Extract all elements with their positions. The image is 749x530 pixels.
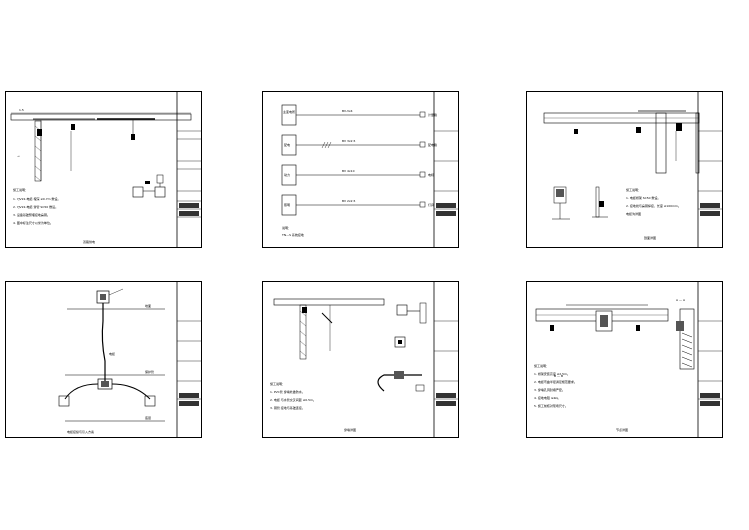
note-line: 5. 施工前核对现场尺寸。	[534, 403, 568, 408]
note-line: 1. 电缆桥架 SC50 敷设。	[626, 195, 661, 200]
note-heading: 说明：	[282, 225, 291, 230]
row-end-label: 灯具	[428, 202, 434, 207]
note-line: 1. 桥架安装高度 ≥2.5m。	[534, 371, 570, 376]
sheet-title: 节点详图	[616, 427, 628, 432]
system-row: 配电 BV 3x2.5 配电箱	[281, 134, 437, 156]
drawing-sheet-3: 施工说明： 1. 电缆桥架 SC50 敷设。 2. 接地线与扁钢焊接，长度 ≥1…	[526, 91, 723, 248]
sheet-2-drawing: 主变电所 BV-3x4 计量箱 配电 BV 3x2.5 配电箱 动力 BV 4x…	[262, 91, 459, 248]
note-line: 2. 电缆弯曲半径满足规范要求。	[534, 379, 577, 384]
drawing-sheet-2: 主变电所 BV-3x4 计量箱 配电 BV 3x2.5 配电箱 动力 BV 4x…	[262, 91, 459, 248]
note-line: 2. 接地线与扁钢焊接，长度 ≥100mm。	[626, 203, 681, 208]
row-cable-label: BV 2x2.5	[342, 199, 356, 203]
row-box-label: 照明	[284, 203, 290, 207]
sheet-4-drawing: 地面 电缆 保护管 底层 电缆接续与引入方案	[5, 281, 202, 438]
note-line: 4. 接地电阻 ≤4Ω。	[534, 395, 561, 400]
title-block	[176, 91, 202, 248]
cable-run	[377, 374, 422, 392]
dim-label: 1.5	[19, 108, 24, 112]
sheet-5-drawing: 施工说明： 1. PVC管 穿墙处做防水。 2. 电缆 与水管交叉间距 ≥0.5…	[262, 281, 459, 438]
note-heading: 施工说明：	[13, 187, 28, 192]
sheet-6-drawing: A — A B — B 施工说明： 1. 桥架安装高度 ≥2.5m。 2. 电缆…	[526, 281, 723, 438]
system-row: 动力 BV 4x10 电机	[281, 164, 434, 186]
floor-label: 地面	[145, 303, 151, 308]
note-line: 2. YJV22-电缆 穿管 SC50 敷设。	[13, 204, 58, 209]
arrow-mark: →	[17, 154, 20, 158]
row-end-label: 计量箱	[428, 112, 437, 117]
slab	[273, 298, 385, 306]
sheet-1-drawing: 1.5 → 施工说明： 1. YJV22-电缆 埋深 ≥0.7m 敷设。 2. …	[5, 91, 202, 248]
row-cable-label: BV-3x4	[342, 109, 353, 113]
system-row: 主变电所 BV-3x4 计量箱	[281, 104, 437, 126]
note-line: 3. 穿墙孔洞封堵严密。	[534, 387, 565, 392]
note-heading: 施工说明：	[534, 363, 549, 368]
sheet-title: 穿墙详图	[344, 427, 356, 432]
row-cable-label: BV 4x10	[342, 169, 355, 173]
section-label: B — B	[554, 374, 563, 378]
title-block	[176, 281, 202, 438]
sheet-3-drawing: 施工说明： 1. 电缆桥架 SC50 敷设。 2. 接地线与扁钢焊接，长度 ≥1…	[526, 91, 723, 248]
title-block	[433, 281, 459, 438]
note-heading: 施工说明：	[626, 187, 641, 192]
note-line: 1. PVC管 穿墙处做防水。	[270, 389, 305, 394]
note-line: 2. 电缆 与水管交叉间距 ≥0.5m。	[270, 397, 316, 402]
wall-column	[299, 304, 307, 360]
pipe-label: 保护管	[145, 369, 154, 374]
cable-label: 电缆	[109, 351, 115, 356]
note-line: 4. 图中标注尺寸以米为单位。	[13, 220, 53, 225]
drawing-sheet-6: A — A B — B 施工说明： 1. 桥架安装高度 ≥2.5m。 2. 电缆…	[526, 281, 723, 438]
drawing-sheet-1: 1.5 → 施工说明： 1. YJV22-电缆 埋深 ≥0.7m 敷设。 2. …	[5, 91, 202, 248]
title-block	[433, 91, 459, 248]
note-line: 3. 钢管 接地与基础连接。	[270, 405, 305, 410]
row-box-label: 配电	[284, 142, 290, 147]
row-box-label: 主变电所	[283, 109, 295, 114]
drawing-sheet-5: 施工说明： 1. PVC管 穿墙处做防水。 2. 电缆 与水管交叉间距 ≥0.5…	[262, 281, 459, 438]
note-line: TN—S 系统接地	[281, 232, 304, 237]
title-block	[697, 91, 723, 248]
row-end-label: 配电箱	[428, 142, 437, 147]
sheet-title: 电缆接续与引入方案	[67, 429, 94, 434]
row-box-label: 动力	[284, 172, 290, 177]
note-line: 电缆沟详图	[626, 211, 641, 216]
wall-column	[655, 112, 667, 174]
note-line: 3. 设备基础预埋接地扁钢。	[13, 212, 50, 217]
sheet-title: 剖面详图	[644, 235, 656, 240]
note-line: 1. YJV22-电缆 埋深 ≥0.7m 敷设。	[13, 196, 61, 201]
title-block	[697, 281, 723, 438]
beam	[10, 113, 192, 121]
drawing-sheet-4: 地面 电缆 保护管 底层 电缆接续与引入方案	[5, 281, 202, 438]
section-label: A — A	[676, 298, 686, 302]
row-cable-label: BV 3x2.5	[342, 139, 356, 143]
sheet-title: 双路供电	[83, 239, 95, 244]
row-end-label: 电机	[428, 172, 434, 177]
note-heading: 施工说明：	[270, 381, 285, 386]
cable-run	[101, 303, 106, 381]
bottom-label: 底层	[145, 415, 151, 420]
system-row: 照明 BV 2x2.5 灯具	[281, 194, 434, 216]
